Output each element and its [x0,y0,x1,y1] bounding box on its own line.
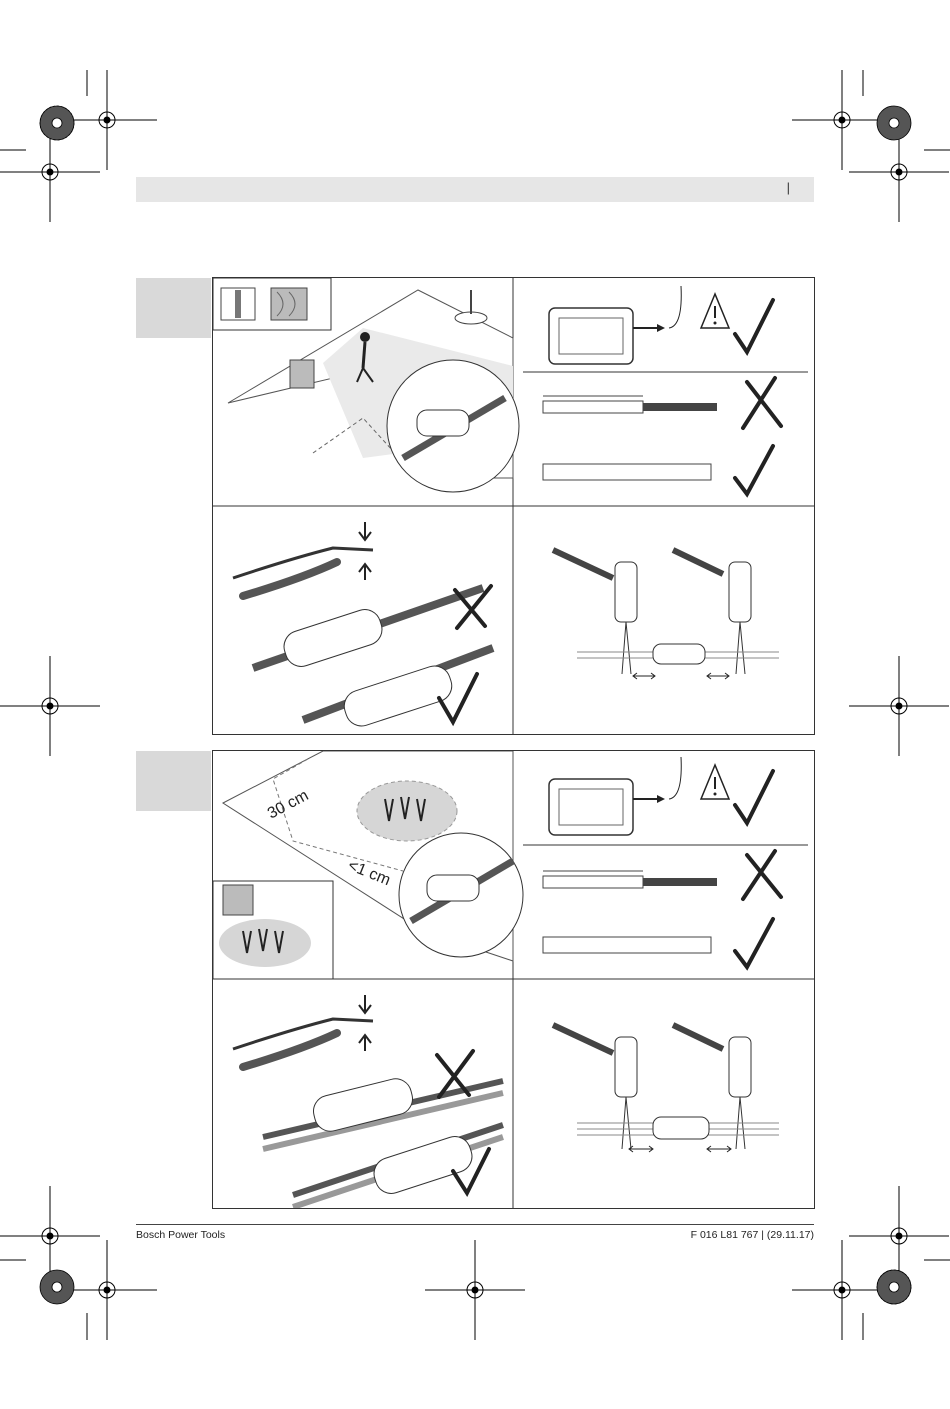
wire-spool-wound-icon [271,288,307,320]
pliers-icon [233,1019,373,1067]
arrow-up-icon [359,1035,371,1051]
cross-icon [743,378,781,428]
footer-doc-code: F 016 L81 767 | (29.11.17) [691,1229,814,1241]
check-icon [735,300,773,352]
page-marker: | [787,180,790,195]
arrow-down-icon [359,522,371,540]
footer-brand: Bosch Power Tools [136,1229,225,1241]
double-arrow-icon [707,673,729,679]
wire-spool-wound-icon [223,885,253,915]
panel-docking-wire-end [523,757,808,967]
wire-spool-ground-icon [290,360,314,388]
header-bar: | [136,177,814,202]
distance-label: 30 cm [265,787,311,822]
flower-bed-icon [219,919,311,967]
warning-icon [701,765,729,799]
panel-peg-spacing [553,1025,779,1152]
side-tab-figure-1 [136,278,211,338]
arrow-up-icon [359,564,371,580]
panel-crimp-connector [233,522,493,730]
check-icon [735,446,773,494]
double-arrow-icon [629,1146,653,1152]
figure-1-illustration [213,278,814,734]
warning-icon [701,294,729,328]
flower-bed [357,781,457,841]
double-arrow-icon [707,1146,731,1152]
check-icon [735,919,773,967]
cross-icon [743,851,781,899]
panel-lawn-layout [213,278,519,492]
figure-2-illustration: 30 cm <1 cm [213,751,814,1208]
panel-peg-spacing [553,550,779,679]
check-icon [735,771,773,823]
stripped-wire-icon [543,396,717,413]
wire-connector-icon [417,410,469,436]
stripped-wire-icon [543,871,717,888]
panel-flower-bed: 30 cm <1 cm [213,751,523,979]
panel-docking-wire-end [523,286,808,494]
insulated-wire-icon [543,464,711,480]
figure-1 [212,277,815,735]
figure-2: 30 cm <1 cm [212,750,815,1209]
arrow-down-icon [359,995,371,1013]
side-tab-figure-2 [136,751,211,811]
docking-station-icon [549,308,633,364]
double-arrow-icon [633,673,655,679]
table-icon [455,290,487,324]
panel-crimp-connector [233,995,503,1207]
wire-connector-icon [427,875,479,901]
footer-divider [136,1224,814,1225]
insulated-wire-icon [543,937,711,953]
docking-station-icon [549,779,633,835]
pliers-icon [233,548,373,596]
